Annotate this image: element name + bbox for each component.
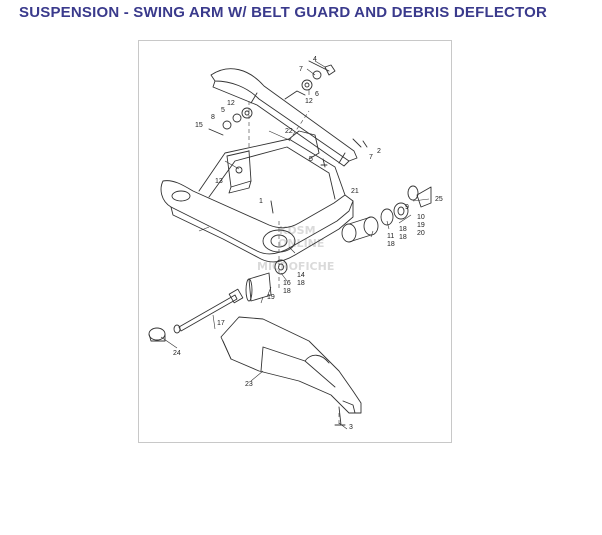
callout-23: 23 bbox=[245, 381, 253, 388]
belt-guard bbox=[210, 68, 358, 162]
callout-1: 1 bbox=[259, 198, 263, 205]
callout-9: 9 bbox=[405, 204, 409, 211]
callout-10: 10 bbox=[417, 214, 425, 221]
callout-18c: 18 bbox=[387, 241, 395, 248]
callout-19a: 19 bbox=[417, 222, 425, 229]
callout-5a: 5 bbox=[221, 107, 225, 114]
callout-24: 24 bbox=[173, 350, 181, 357]
callout-8: 8 bbox=[211, 114, 215, 121]
watermark: KDSM ONLINE MICROFICHE bbox=[257, 224, 334, 273]
callout-25: 25 bbox=[435, 196, 443, 203]
callout-16: 16 bbox=[283, 280, 291, 287]
callout-15: 15 bbox=[195, 122, 203, 129]
exploded-parts-diagram: KDSM ONLINE MICROFICHE bbox=[138, 40, 452, 443]
callout-22: 22 bbox=[285, 128, 293, 135]
bushing-25 bbox=[416, 186, 432, 208]
callout-numbers: 4 7 6 12 12 5 8 15 22 7 2 5 21 13 1 25 9… bbox=[173, 56, 443, 431]
page-title: SUSPENSION - SWING ARM W/ BELT GUARD AND… bbox=[19, 4, 548, 21]
watermark-line-2: ONLINE bbox=[278, 237, 324, 250]
callout-12b: 12 bbox=[227, 100, 235, 107]
callout-21: 21 bbox=[351, 188, 359, 195]
callout-5b: 5 bbox=[309, 156, 313, 163]
callout-18a: 18 bbox=[399, 226, 407, 233]
callout-7a: 7 bbox=[299, 66, 303, 73]
callout-2: 2 bbox=[377, 148, 381, 155]
callout-4: 4 bbox=[313, 56, 317, 63]
debris-deflector bbox=[220, 316, 362, 414]
callout-14: 14 bbox=[297, 272, 305, 279]
bushing-left bbox=[248, 272, 272, 302]
callout-18b: 18 bbox=[399, 234, 407, 241]
callout-13: 13 bbox=[215, 178, 223, 185]
callout-12a: 12 bbox=[305, 98, 313, 105]
callout-17: 17 bbox=[217, 320, 225, 327]
callout-3: 3 bbox=[349, 424, 353, 431]
callout-18e: 18 bbox=[283, 288, 291, 295]
callout-18d: 18 bbox=[297, 280, 305, 287]
callout-20: 20 bbox=[417, 230, 425, 237]
swing-arm bbox=[160, 180, 354, 255]
callout-11: 11 bbox=[387, 233, 394, 240]
pivot-shaft bbox=[178, 294, 238, 332]
bracket-13 bbox=[226, 150, 252, 188]
callout-7b: 7 bbox=[369, 154, 373, 161]
callout-19b: 19 bbox=[267, 294, 275, 301]
callout-6: 6 bbox=[315, 91, 319, 98]
bushing-right-1 bbox=[341, 223, 357, 243]
